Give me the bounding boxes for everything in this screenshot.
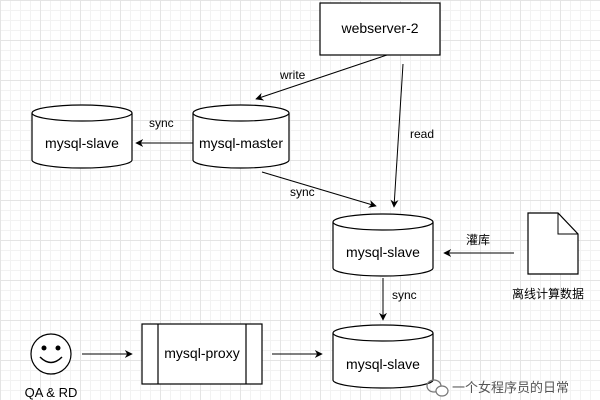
watermark-text: 一个女程序员的日常 xyxy=(452,380,569,396)
sync-master-mid-arrow xyxy=(261,171,377,208)
load-edge-label: 灌库 xyxy=(466,232,490,247)
write-edge-label: write xyxy=(279,68,306,82)
mysql-master-label: mysql-master xyxy=(199,135,283,151)
mysql-slave-bottom-label: mysql-slave xyxy=(346,356,420,372)
mysql-slave-left-node: mysql-slave xyxy=(31,104,133,169)
sync-master-mid-label: sync xyxy=(290,185,315,199)
mysql-slave-bottom-node: mysql-slave xyxy=(332,324,434,389)
mysql-slave-left-label: mysql-slave xyxy=(45,135,119,151)
webserver-node: webserver-2 xyxy=(319,2,441,56)
document-icon xyxy=(527,212,579,275)
webserver-label: webserver-2 xyxy=(340,20,418,36)
mysql-proxy-node: mysql-proxy xyxy=(141,323,263,385)
watermark: 一个女程序员的日常 xyxy=(426,379,569,397)
mysql-slave-mid-label: mysql-slave xyxy=(346,244,420,260)
user-label: QA & RD xyxy=(25,385,78,400)
sync-master-left-label: sync xyxy=(149,116,174,130)
offline-data-label: 离线计算数据 xyxy=(512,286,584,301)
mysql-master-node: mysql-master xyxy=(192,104,290,169)
smiley-icon xyxy=(30,333,72,375)
mysql-slave-mid-node: mysql-slave xyxy=(332,213,434,277)
mysql-proxy-label: mysql-proxy xyxy=(164,345,239,361)
write-arrow xyxy=(255,54,388,101)
read-arrow xyxy=(390,63,404,208)
sync-mid-bottom-label: sync xyxy=(392,288,417,302)
read-edge-label: read xyxy=(410,127,434,141)
wechat-icon xyxy=(426,379,449,397)
